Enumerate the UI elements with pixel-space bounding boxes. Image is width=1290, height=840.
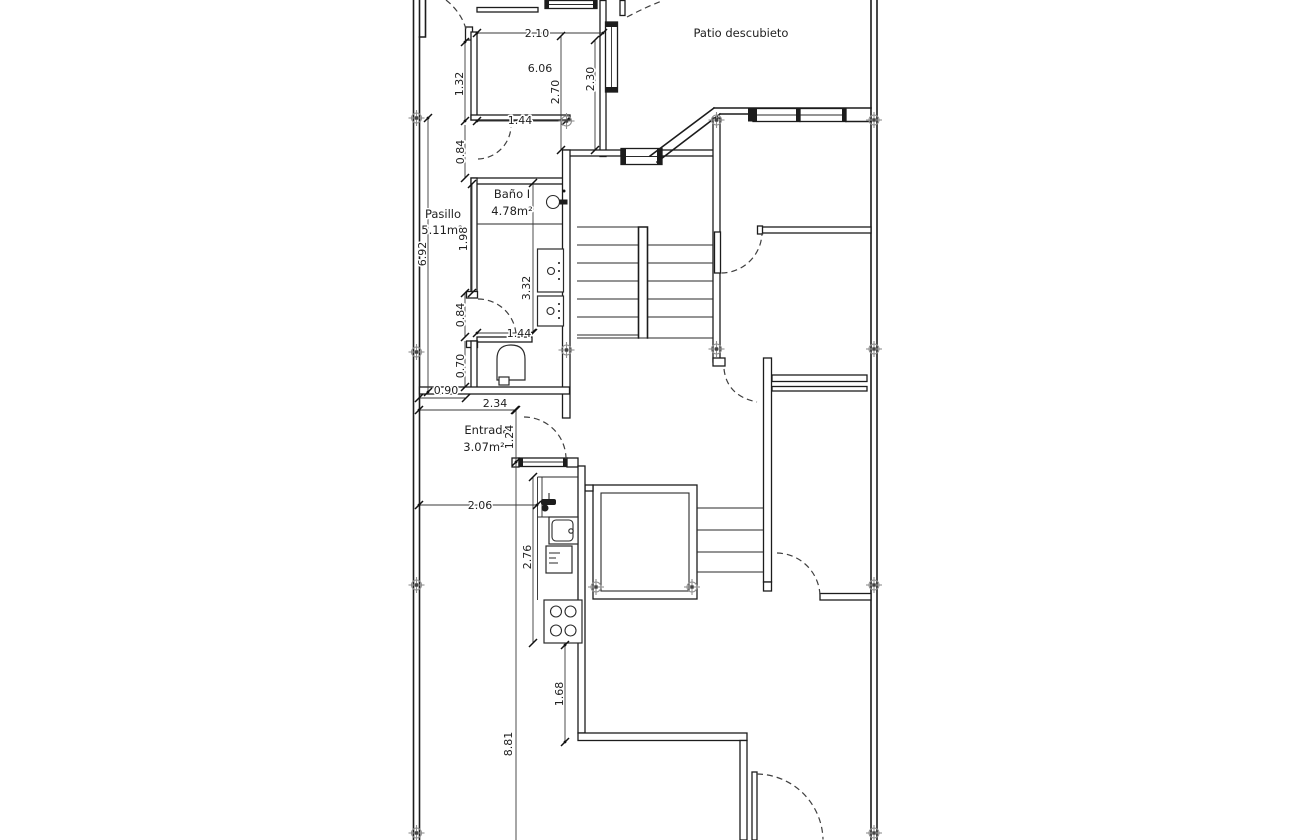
vanity-basin-icon: [536, 248, 565, 327]
room-label-patio: Patio descubieto: [694, 26, 789, 40]
walls: [412, 0, 878, 840]
toilet-icon: [496, 344, 526, 386]
central-shaft: [584, 484, 698, 600]
dim-label-room-area-top: 6.06: [528, 62, 553, 75]
door-jamb-bottom: [751, 771, 758, 840]
hall-east-wall: [762, 357, 773, 583]
door-swing-upper-room: [477, 126, 512, 160]
door-leaf-bedroom1: [713, 231, 722, 274]
window-patio-side: [604, 21, 619, 93]
survey-marker-icon: [407, 109, 426, 127]
window-patio-b: [799, 107, 847, 123]
kitchen-counter-edge: [537, 476, 578, 600]
window-stairs: [620, 147, 663, 166]
survey-marker-icon: [865, 824, 883, 840]
wall-sink-icon: [545, 189, 568, 210]
dim-label-stove-seg: 1.68: [553, 682, 566, 707]
dim-label-door-gap-upper: 0.84: [454, 140, 467, 165]
window-patio-a: [752, 107, 801, 123]
bathroom-fixtures: [496, 189, 568, 386]
survey-marker-icon: [407, 824, 426, 840]
window-top: [544, 0, 598, 10]
dim-label-salon-length: 8.81: [502, 732, 515, 757]
dim-label-kitchen-offset: 2.06: [468, 499, 493, 512]
bedroom1-bottom-wall: [761, 226, 872, 234]
room-area-bano: 4.78m²: [491, 204, 532, 218]
dim-label-bano-door: 0.84: [454, 303, 467, 328]
door-swing-bottom-right: [756, 773, 824, 840]
door-swing-hall: [723, 368, 758, 403]
room-area-pasillo: 5.11m²: [421, 223, 462, 237]
outer-wall-left: [412, 0, 421, 840]
door-swings: [445, 0, 824, 840]
door-swing-bedroom1: [721, 232, 763, 274]
dim-label-wc-width: 1.44: [507, 327, 532, 340]
room-label-bano: Baño I: [494, 187, 530, 201]
dim-label-kitchen-run: 2.76: [521, 545, 534, 570]
survey-marker-icon: [865, 111, 883, 129]
dim-label-closet-width: 1.44: [508, 114, 533, 127]
room-label-pasillo: Pasillo: [425, 207, 461, 221]
bottom-room-top-wall: [577, 732, 748, 742]
kitchen-faucet-icon: [541, 493, 556, 512]
dim-label-pasillo-length: 6.92: [416, 242, 429, 267]
labels: Patio descubieto Pasillo 5.11m² Baño I 4…: [415, 25, 790, 758]
survey-marker-icon: [407, 343, 426, 361]
survey-marker-icon: [707, 340, 726, 358]
door-swing-top-left: [445, 0, 467, 30]
bathroom-top-wall: [470, 177, 566, 185]
dim-label-bano-length: 3.32: [520, 276, 533, 301]
dim-label-bano-wall: 1.98: [457, 227, 470, 252]
oven-icon: [548, 516, 579, 545]
dim-label-entrada-depth: 1.24: [503, 425, 516, 450]
survey-marker-icon: [557, 341, 576, 359]
staircase-main: [577, 226, 713, 339]
bedroom-divider-wall: [771, 374, 868, 383]
survey-markers: [407, 109, 883, 840]
stove-icon: [543, 599, 583, 644]
room-area-entrada: 3.07m²: [463, 440, 504, 454]
door-swing-entrada: [523, 416, 567, 460]
entry-door-threshold: [511, 457, 579, 468]
door-swing-bathroom: [477, 298, 517, 335]
dimension-ticks: [414, 28, 608, 747]
room-label-entrada: Entrada: [464, 423, 509, 437]
survey-marker-icon: [865, 340, 883, 358]
door-swing-patio: [626, 0, 664, 18]
dim-label-window-height: 2.30: [584, 67, 597, 92]
dim-label-top-width: 2.10: [525, 27, 550, 40]
kitchen-fixtures: [541, 493, 583, 644]
dim-label-entry-seg: 0.90: [434, 384, 459, 397]
dim-label-entrada-width: 2.34: [483, 397, 508, 410]
dim-label-room-height: 2.70: [549, 80, 562, 105]
dishwasher-icon: [545, 545, 573, 574]
survey-marker-icon: [407, 576, 426, 594]
door-swing-bedroom3: [776, 552, 821, 597]
dim-label-wc-depth: 0.70: [454, 354, 467, 379]
staircase-lower: [697, 507, 764, 573]
diagonal-wall: [648, 106, 722, 164]
outer-wall-right: [870, 0, 878, 840]
dim-label-wall-seg-upper: 1.32: [453, 72, 466, 97]
survey-marker-icon: [865, 576, 883, 594]
pasillo-bottom-wall: [418, 386, 571, 395]
dimension-lines: [414, 28, 608, 840]
